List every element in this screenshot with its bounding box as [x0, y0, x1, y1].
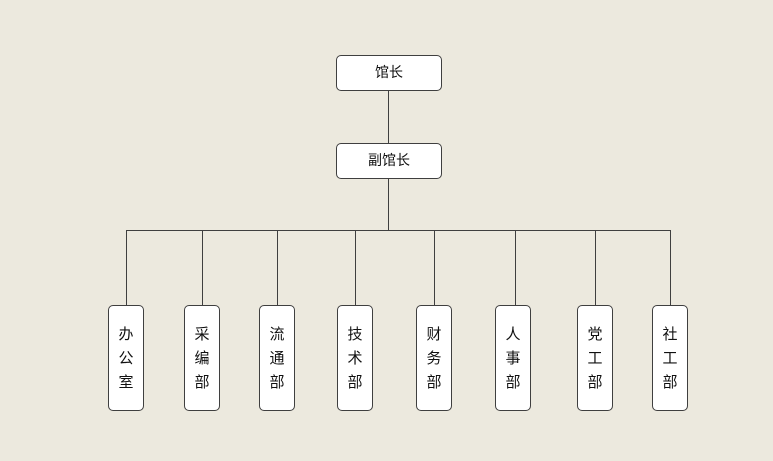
- department-char: 工: [587, 348, 603, 367]
- deputy-down-connector: [388, 179, 389, 230]
- department-node-party: 党 工 部: [577, 305, 613, 411]
- deputy-director-node: 副馆长: [336, 143, 442, 179]
- department-char: 室: [118, 372, 134, 391]
- department-char: 部: [426, 372, 442, 391]
- department-char: 部: [587, 372, 603, 391]
- department-char: 采: [194, 324, 210, 343]
- department-char: 技: [347, 324, 363, 343]
- drop-connector-circulation: [277, 230, 278, 305]
- department-char: 通: [269, 348, 285, 367]
- director-to-deputy-connector: [388, 91, 389, 143]
- department-char: 公: [118, 348, 134, 367]
- department-node-finance: 财 务 部: [416, 305, 452, 411]
- department-char: 部: [194, 372, 210, 391]
- department-char: 部: [347, 372, 363, 391]
- drop-connector-office: [126, 230, 127, 305]
- department-node-circulation: 流 通 部: [259, 305, 295, 411]
- department-char: 部: [269, 372, 285, 391]
- department-char: 流: [269, 324, 285, 343]
- department-char: 事: [505, 348, 521, 367]
- drop-connector-technical: [355, 230, 356, 305]
- department-char: 务: [426, 348, 442, 367]
- department-char: 术: [347, 348, 363, 367]
- department-char: 社: [662, 324, 678, 343]
- deputy-director-label: 副馆长: [368, 153, 410, 169]
- department-bus-connector: [126, 230, 671, 231]
- department-char: 部: [662, 372, 678, 391]
- department-node-technical: 技 术 部: [337, 305, 373, 411]
- director-node: 馆长: [336, 55, 442, 91]
- drop-connector-party: [595, 230, 596, 305]
- department-char: 人: [505, 324, 521, 343]
- department-node-office: 办 公 室: [108, 305, 144, 411]
- department-char: 办: [118, 324, 134, 343]
- department-char: 工: [662, 348, 678, 367]
- department-node-personnel: 人 事 部: [495, 305, 531, 411]
- drop-connector-personnel: [515, 230, 516, 305]
- director-label: 馆长: [375, 65, 403, 81]
- department-char: 部: [505, 372, 521, 391]
- drop-connector-finance: [434, 230, 435, 305]
- drop-connector-acquisitions: [202, 230, 203, 305]
- drop-connector-social: [670, 230, 671, 305]
- department-char: 财: [426, 324, 442, 343]
- department-char: 编: [194, 348, 210, 367]
- department-char: 党: [587, 324, 603, 343]
- department-node-social: 社 工 部: [652, 305, 688, 411]
- department-node-acquisitions: 采 编 部: [184, 305, 220, 411]
